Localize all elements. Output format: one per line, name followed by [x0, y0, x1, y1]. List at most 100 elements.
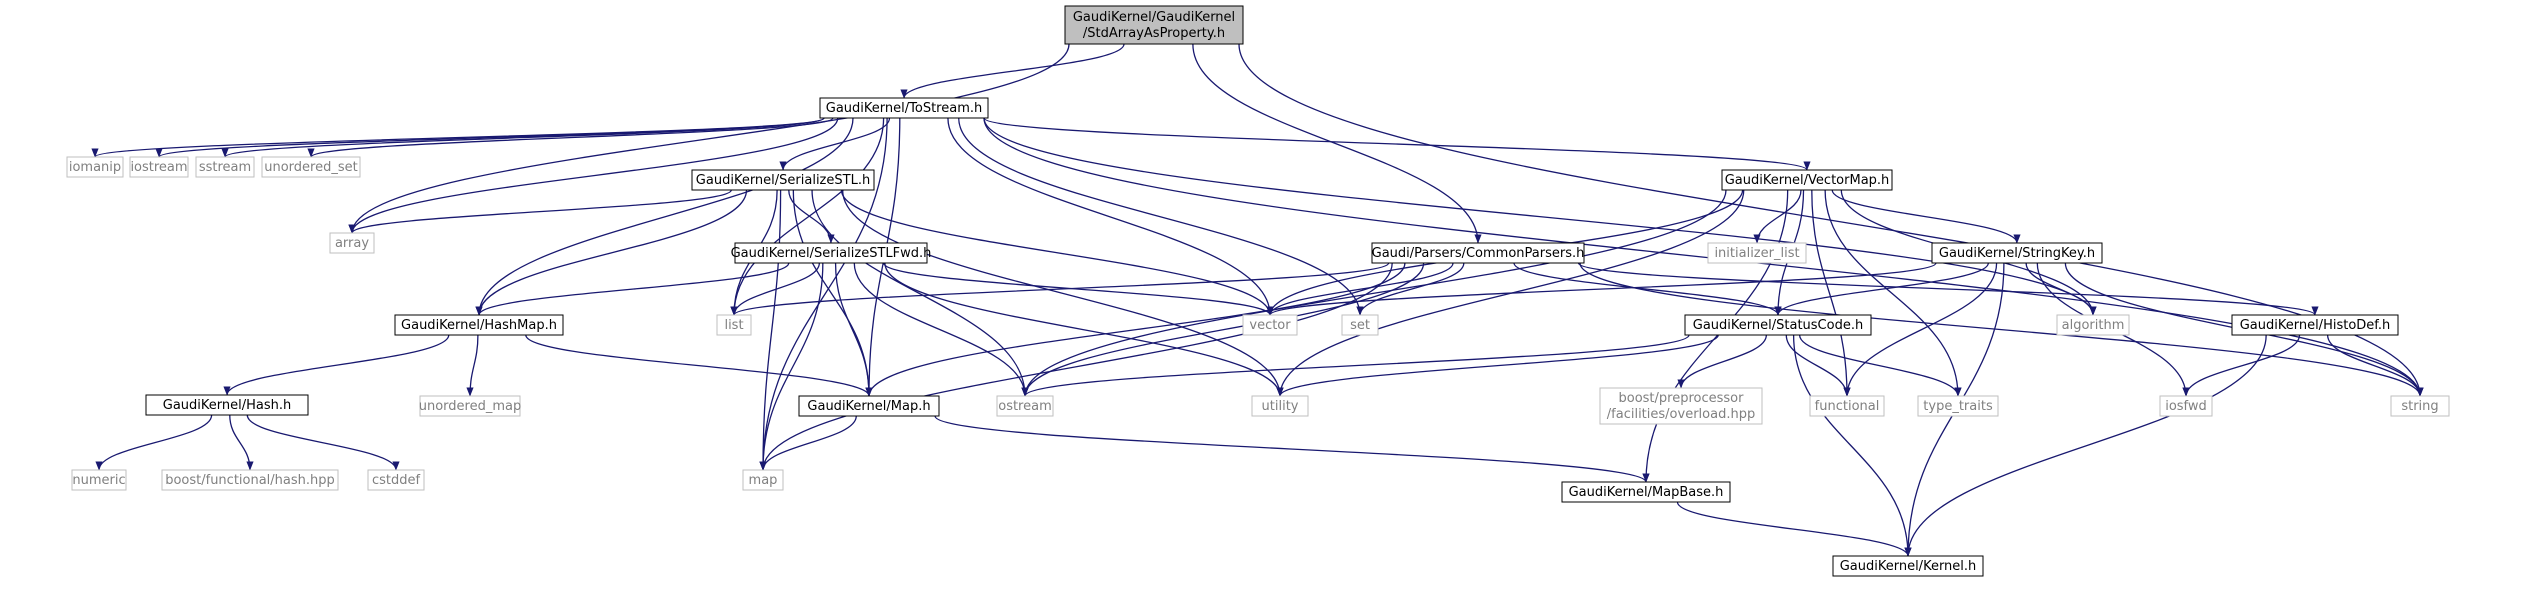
- node-label-tostream: GaudiKernel/ToStream.h: [826, 101, 982, 116]
- node-label-mapbase: GaudiKernel/MapBase.h: [1569, 485, 1724, 500]
- edge-serializestlfwd-to-map: [759, 262, 824, 471]
- edge-commonparsers-to-ostream: [1021, 262, 1425, 397]
- node-numeric: numeric: [71, 469, 127, 491]
- node-box-serializestl: [691, 169, 875, 191]
- node-box-vector: [1242, 314, 1298, 336]
- node-kernel[interactable]: GaudiKernel/Kernel.h: [1832, 555, 1984, 577]
- node-label-sstream: sstream: [199, 160, 251, 175]
- edge-map_h-to-map: [759, 415, 857, 471]
- node-box-mapbase: [1561, 481, 1731, 503]
- edge-serializestl-to-map: [759, 189, 782, 471]
- edge-serializestl-to-ostream: [811, 189, 1029, 397]
- edge-tostream-to-vectormap: [983, 117, 1811, 171]
- edge-serializestl-to-vector: [840, 189, 1274, 316]
- node-box-overload: [1599, 387, 1763, 425]
- node-serializestlfwd[interactable]: GaudiKernel/SerializeSTLFwd.h: [731, 242, 932, 264]
- node-serializestl[interactable]: GaudiKernel/SerializeSTL.h: [691, 169, 875, 191]
- edge-stringkey-to-functional: [1843, 262, 1998, 397]
- edge-tostream-to-serializestl: [779, 117, 891, 171]
- edge-serializestlfwd-to-map_h: [834, 262, 873, 397]
- edge-root-to-array: [348, 43, 1070, 234]
- node-hash[interactable]: GaudiKernel/Hash.h: [145, 394, 309, 416]
- node-box-commonparsers: [1371, 242, 1585, 264]
- node-label-histodef: GaudiKernel/HistoDef.h: [2240, 318, 2391, 333]
- node-array: array: [329, 232, 375, 254]
- node-histodef[interactable]: GaudiKernel/HistoDef.h: [2231, 314, 2399, 336]
- node-box-ostream: [996, 395, 1054, 417]
- node-label-type_traits: type_traits: [1923, 399, 1993, 414]
- edge-histodef-to-kernel: [1904, 334, 2267, 557]
- edge-vectormap-to-type_traits: [1824, 189, 1962, 397]
- node-sstream: sstream: [195, 156, 255, 178]
- node-box-type_traits: [1917, 395, 1999, 417]
- edge-serializestlfwd-to-ostream: [853, 262, 1029, 397]
- edge-stringkey-to-vector: [1266, 262, 1937, 316]
- node-box-map_h: [798, 395, 940, 417]
- node-box-boosthash: [161, 469, 339, 491]
- node-box-set: [1341, 314, 1379, 336]
- node-vector: vector: [1242, 314, 1298, 336]
- node-statuscode[interactable]: GaudiKernel/StatusCode.h: [1684, 314, 1872, 336]
- node-label-initializer_list: initializer_list: [1714, 246, 1799, 261]
- node-iomanip: iomanip: [66, 156, 124, 178]
- edge-hashmap-to-hash: [223, 334, 450, 396]
- node-initializer_list: initializer_list: [1707, 242, 1807, 264]
- node-hashmap[interactable]: GaudiKernel/HashMap.h: [394, 314, 564, 336]
- node-label-string: string: [2401, 399, 2438, 414]
- node-cstddef: cstddef: [367, 469, 425, 491]
- node-stringkey[interactable]: GaudiKernel/StringKey.h: [1931, 242, 2103, 264]
- edge-tostream-to-iostream: [155, 117, 825, 158]
- node-boosthash: boost/functional/hash.hpp: [161, 469, 339, 491]
- node-box-histodef: [2231, 314, 2399, 336]
- node-label-kernel: GaudiKernel/Kernel.h: [1840, 559, 1977, 574]
- node-box-utility: [1251, 395, 1309, 417]
- node-box-sstream: [195, 156, 255, 178]
- edge-root-to-commonparsers: [1192, 43, 1482, 244]
- edge-statuscode-to-ostream: [1021, 334, 1690, 397]
- node-string: string: [2390, 395, 2450, 417]
- node-mapbase[interactable]: GaudiKernel/MapBase.h: [1561, 481, 1731, 503]
- edge-commonparsers-to-set: [1356, 262, 1465, 316]
- node-label-root: GaudiKernel/GaudiKernel: [1073, 10, 1235, 25]
- node-label-hash: GaudiKernel/Hash.h: [163, 398, 292, 413]
- node-iosfwd: iosfwd: [2159, 395, 2213, 417]
- node-vectormap[interactable]: GaudiKernel/VectorMap.h: [1721, 169, 1893, 191]
- node-tostream[interactable]: GaudiKernel/ToStream.h: [819, 97, 989, 119]
- edge-root-to-string: [1238, 43, 2424, 397]
- edge-hash-to-cstddef: [246, 414, 400, 471]
- edge-tostream-to-algorithm: [983, 117, 2097, 316]
- node-label-overload: boost/preprocessor: [1619, 391, 1745, 406]
- node-label-functional: functional: [1815, 399, 1880, 414]
- edge-tostream-to-map: [759, 117, 888, 471]
- node-label-ostream: ostream: [998, 399, 1052, 414]
- edge-serializestl-to-map_h: [792, 189, 873, 397]
- node-label-set: set: [1350, 318, 1370, 333]
- edge-serializestl-to-serializestlfwd: [788, 189, 835, 244]
- node-label-hashmap: GaudiKernel/HashMap.h: [401, 318, 557, 333]
- node-commonparsers[interactable]: Gaudi/Parsers/CommonParsers.h: [1371, 242, 1585, 264]
- edge-statuscode-to-kernel: [1792, 334, 1912, 557]
- node-label-overload: /facilities/overload.hpp: [1607, 407, 1755, 422]
- edge-serializestl-to-array: [348, 189, 732, 234]
- node-box-unordered_set: [261, 156, 361, 178]
- node-functional: functional: [1809, 395, 1885, 417]
- edge-vectormap-to-mapbase: [1642, 189, 1789, 483]
- node-map_h[interactable]: GaudiKernel/Map.h: [798, 395, 940, 417]
- node-box-functional: [1809, 395, 1885, 417]
- node-box-statuscode: [1684, 314, 1872, 336]
- node-label-algorithm: algorithm: [2062, 318, 2125, 333]
- edge-commonparsers-to-vector: [1266, 262, 1454, 316]
- edge-commonparsers-to-map_h: [865, 262, 1406, 397]
- edge-hash-to-numeric: [95, 414, 213, 471]
- node-label-unordered_set: unordered_set: [264, 160, 357, 175]
- edge-histodef-to-string: [2326, 334, 2424, 397]
- node-label-map_h: GaudiKernel/Map.h: [807, 399, 930, 414]
- node-box-hash: [145, 394, 309, 416]
- edge-statuscode-to-type_traits: [1798, 334, 1962, 397]
- node-label-serializestlfwd: GaudiKernel/SerializeSTLFwd.h: [731, 246, 932, 261]
- nodes: GaudiKernel/GaudiKernel/StdArrayAsProper…: [66, 5, 2450, 577]
- node-root: GaudiKernel/GaudiKernel/StdArrayAsProper…: [1064, 5, 1244, 45]
- edge-statuscode-to-utility: [1276, 334, 1719, 397]
- edge-stringkey-to-algorithm: [2025, 262, 2097, 316]
- node-label-cstddef: cstddef: [372, 473, 421, 488]
